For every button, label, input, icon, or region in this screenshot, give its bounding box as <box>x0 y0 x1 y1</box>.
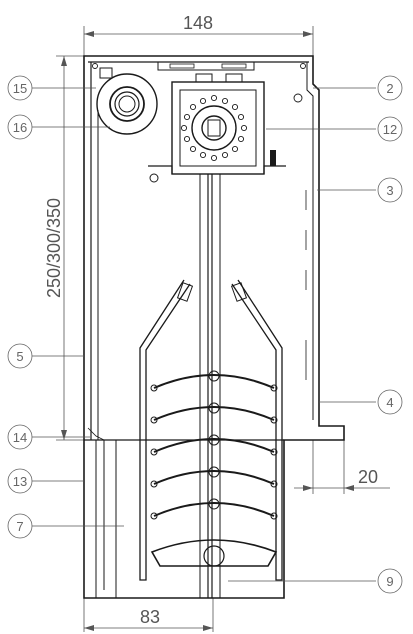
callout-4: 4 <box>377 389 403 415</box>
svg-text:7: 7 <box>16 519 23 534</box>
svg-text:12: 12 <box>383 122 397 137</box>
callout-13: 13 <box>7 468 33 494</box>
callout-15: 15 <box>7 75 33 101</box>
callout-5: 5 <box>7 343 33 369</box>
dimension-top-width: 148 <box>83 13 314 56</box>
motor-head <box>148 73 286 183</box>
dimension-label-top-width: 148 <box>183 13 213 33</box>
svg-text:5: 5 <box>16 349 23 364</box>
svg-text:4: 4 <box>386 395 393 410</box>
drive-rods <box>199 174 221 598</box>
callout-16: 16 <box>7 114 33 140</box>
swing-arms <box>139 279 283 581</box>
callout-12: 12 <box>377 116 403 142</box>
dimension-label-bottom-width: 83 <box>140 607 160 627</box>
svg-text:2: 2 <box>386 81 393 96</box>
callout-9: 9 <box>377 568 403 594</box>
slats <box>150 370 278 567</box>
motor-bolt-ring <box>180 94 248 162</box>
dimension-label-height: 250/300/350 <box>44 198 64 298</box>
housing-outline <box>83 55 345 599</box>
callout-2: 2 <box>377 75 403 101</box>
svg-text:3: 3 <box>386 183 393 198</box>
callout-7: 7 <box>7 513 33 539</box>
callout-14: 14 <box>7 424 33 450</box>
svg-text:13: 13 <box>13 474 27 489</box>
roller-assembly <box>96 67 158 135</box>
dimension-height: 250/300/350 <box>44 55 96 441</box>
dimension-bottom-width: 83 <box>83 598 214 632</box>
svg-text:16: 16 <box>13 120 27 135</box>
dimension-label-side-offset: 20 <box>358 467 378 487</box>
leader-lines <box>32 87 376 582</box>
svg-text:15: 15 <box>13 81 27 96</box>
svg-text:14: 14 <box>13 430 27 445</box>
callout-3: 3 <box>377 177 403 203</box>
dimension-side-offset: 20 <box>294 440 390 494</box>
svg-text:9: 9 <box>386 574 393 589</box>
